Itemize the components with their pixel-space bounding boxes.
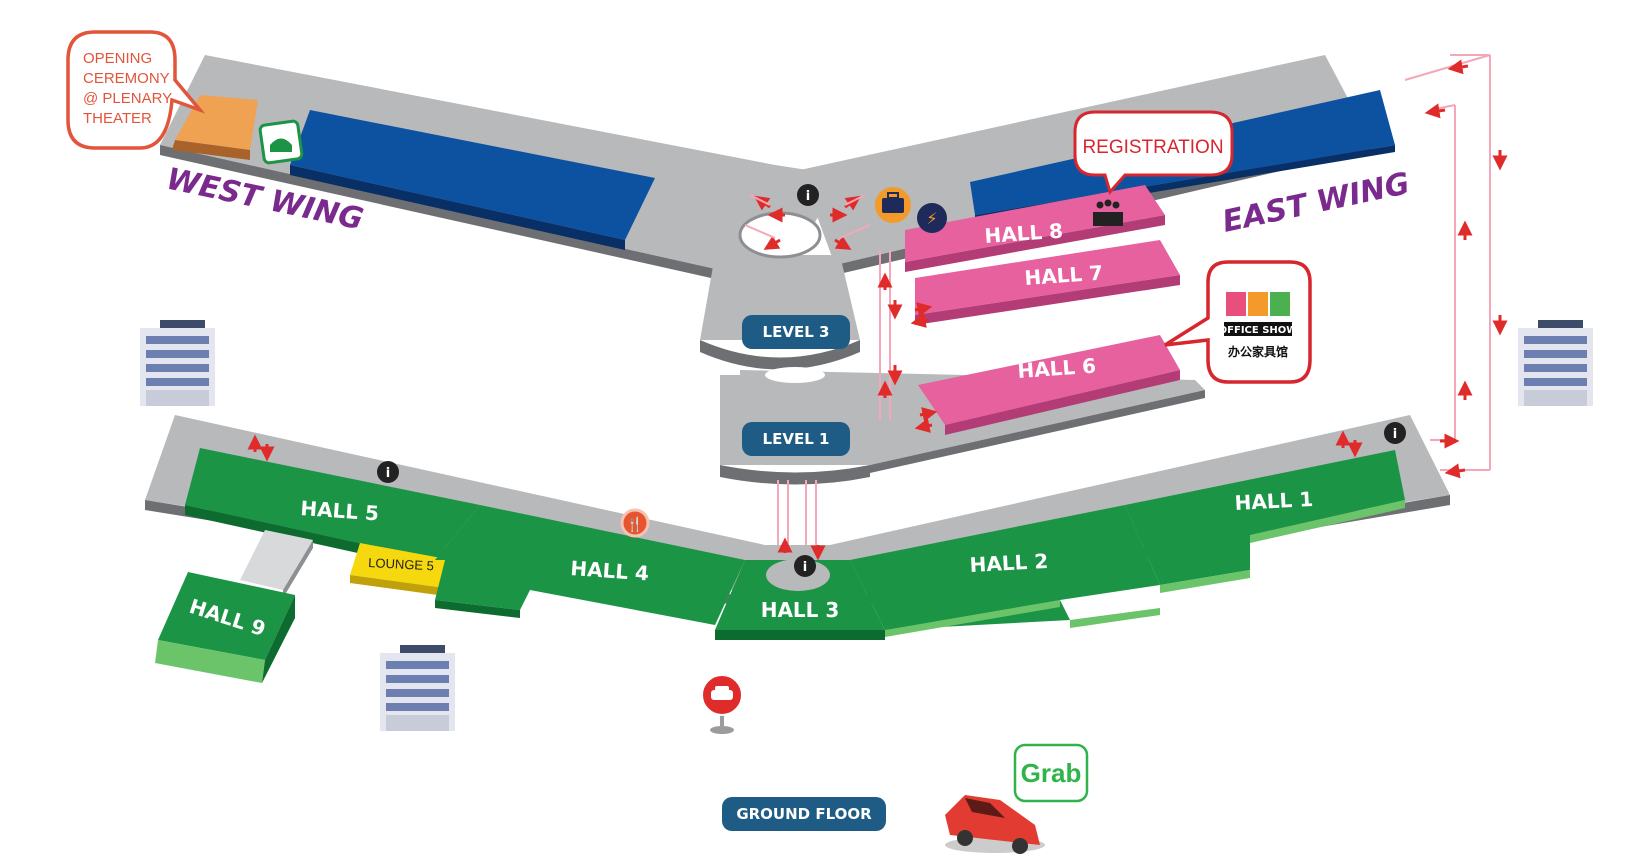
svg-text:LEVEL 3: LEVEL 3 [763, 323, 830, 341]
svg-text:i: i [806, 189, 810, 204]
efe-logo: OFFICE SHOW 办公家具馆 [1219, 292, 1298, 359]
ground-floor-badge: GROUND FLOOR [722, 797, 886, 831]
hall-9-block[interactable]: HALL 9 [155, 572, 295, 683]
svg-text:THEATER: THEATER [83, 110, 152, 127]
svg-text:🍴: 🍴 [626, 516, 643, 533]
hall-4-block[interactable]: HALL 4 [435, 505, 745, 625]
hall-5-label: HALL 5 [300, 496, 380, 525]
svg-text:i: i [803, 560, 807, 575]
svg-text:OPENING: OPENING [83, 50, 152, 67]
svg-text:@ PLENARY: @ PLENARY [83, 90, 172, 107]
hall-1-label: HALL 1 [1234, 487, 1314, 515]
opening-ceremony-callout: OPENING CEREMONY @ PLENARY THEATER [66, 30, 206, 150]
atrium-guide-lines [744, 194, 871, 239]
registration-desk-icon [1093, 199, 1123, 226]
taxi-stand-icon [701, 674, 743, 734]
charging-station-icon: ⚡ [917, 203, 947, 233]
hall-1-block[interactable]: HALL 1 [1125, 450, 1405, 593]
info-icon-hall-1: i [1384, 422, 1406, 444]
level-3-badge: LEVEL 3 [742, 315, 850, 349]
hotel-building-icon-left [140, 320, 215, 406]
west-wing-hall-block [290, 110, 655, 250]
info-icon-hall-5: i [377, 461, 399, 483]
lounge-5-block: LOUNGE 5 [350, 543, 452, 596]
info-icon-hall-3: i [794, 555, 816, 577]
hall-6-block[interactable]: HALL 6 [918, 335, 1180, 435]
efe-office-show-callout: OFFICE SHOW 办公家具馆 [1164, 260, 1312, 384]
svg-text:GROUND FLOOR: GROUND FLOOR [736, 805, 872, 823]
info-icon-upper: i [797, 184, 819, 206]
svg-text:CEREMONY: CEREMONY [83, 70, 170, 87]
svg-text:LEVEL 1: LEVEL 1 [763, 430, 830, 448]
hall-6-label: HALL 6 [1017, 354, 1097, 383]
prayer-room-icon [258, 119, 304, 165]
svg-text:OFFICE SHOW: OFFICE SHOW [1219, 325, 1298, 336]
hall-3-label: HALL 3 [761, 598, 840, 622]
lounge-5-label: LOUNGE 5 [368, 555, 434, 573]
restaurant-icon: 🍴 [620, 508, 650, 538]
car-icon [945, 795, 1045, 854]
atrium-void [738, 211, 822, 259]
svg-text:i: i [1393, 427, 1397, 442]
hall-2-label: HALL 2 [969, 549, 1049, 577]
walkway-to-hall-9 [240, 530, 313, 598]
registration-callout: REGISTRATION [1073, 110, 1234, 196]
hotel-building-icon-bottom [380, 645, 455, 731]
hall-2-block[interactable]: HALL 2 [850, 505, 1160, 637]
hall-3-block[interactable]: HALL 3 [715, 560, 885, 640]
direction-arrows [247, 59, 1508, 561]
grab-logo: Grab [1013, 743, 1089, 803]
luggage-icon [875, 187, 911, 223]
hall-4-label: HALL 4 [570, 556, 650, 585]
svg-text:办公家具馆: 办公家具馆 [1228, 344, 1288, 359]
hall-7-block[interactable]: HALL 7 [915, 240, 1180, 325]
hotel-building-icon-right [1518, 320, 1593, 406]
svg-text:REGISTRATION: REGISTRATION [1082, 137, 1223, 158]
hall-8-label: HALL 8 [984, 219, 1064, 248]
svg-text:⚡: ⚡ [926, 209, 937, 228]
hall-7-label: HALL 7 [1024, 261, 1104, 290]
svg-text:Grab: Grab [1021, 758, 1082, 788]
svg-text:i: i [386, 466, 390, 481]
level-1-badge: LEVEL 1 [742, 422, 850, 456]
